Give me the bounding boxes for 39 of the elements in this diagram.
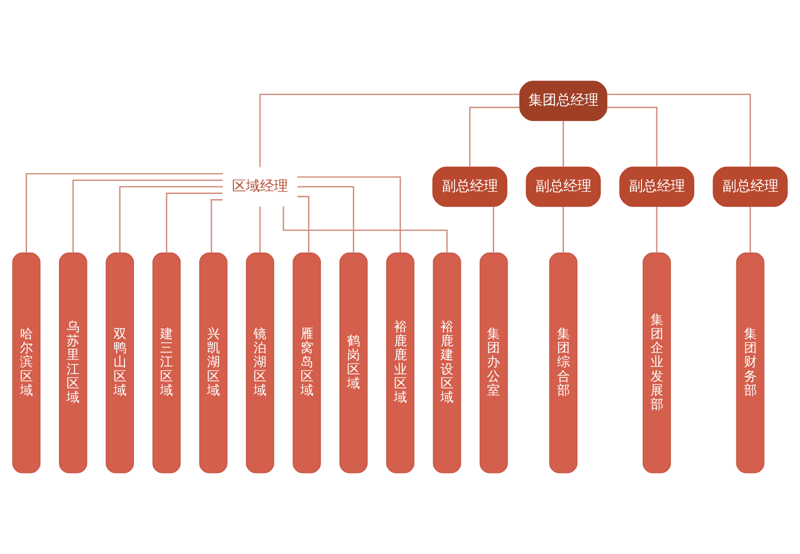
node-box: 集团办公室 <box>480 252 508 474</box>
node-box: 集团企业发展部 <box>642 252 671 474</box>
node-box: 哈尔滨区域 <box>12 252 40 474</box>
node-box: 乌苏里江区域 <box>58 252 88 474</box>
node-box: 裕鹿建设区域 <box>432 252 462 474</box>
connector <box>72 180 223 253</box>
connector <box>26 173 224 253</box>
connector <box>297 196 310 253</box>
node-box: 鹤岗区域 <box>339 252 368 474</box>
connector <box>607 94 751 168</box>
node-box: 雁窝岛区域 <box>292 252 321 474</box>
connector <box>297 176 401 253</box>
node-box: 副总经理 <box>432 166 508 207</box>
connector <box>607 106 658 168</box>
connector <box>562 206 564 253</box>
node-box: 双鸭山区域 <box>106 252 134 474</box>
node-box: 集团总经理 <box>519 80 608 122</box>
connector <box>210 199 223 253</box>
connector <box>259 94 520 168</box>
connector <box>282 206 448 254</box>
connector <box>562 120 564 167</box>
connector <box>119 186 223 253</box>
connector <box>166 192 223 254</box>
connector <box>469 106 520 168</box>
node-box: 集团财务部 <box>736 252 764 474</box>
connector <box>492 206 494 253</box>
node-box: 副总经理 <box>619 166 694 207</box>
node-box: 副总经理 <box>712 166 788 207</box>
node-box: 镜泊湖区域 <box>246 252 274 474</box>
node-box: 副总经理 <box>526 166 601 207</box>
connector <box>259 206 261 253</box>
node-box: 裕鹿鹿业区域 <box>386 252 414 474</box>
connector <box>298 186 354 253</box>
node-box: 集团综合部 <box>549 252 578 474</box>
node-box: 建三江区域 <box>152 252 181 474</box>
node-text: 区域经理 <box>232 178 288 194</box>
node-box: 兴凯湖区域 <box>199 252 228 474</box>
connector <box>656 206 658 253</box>
connector <box>750 206 751 253</box>
